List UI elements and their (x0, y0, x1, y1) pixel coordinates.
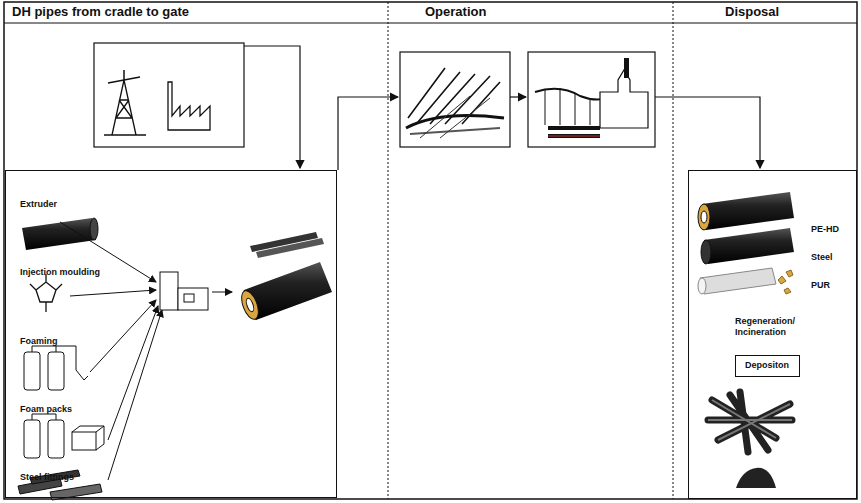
flow-arrow (655, 97, 760, 168)
item-label: Depositon (745, 360, 790, 371)
flow-arrow (338, 97, 398, 170)
deposition-box: Depositon (735, 355, 800, 377)
process-box: ExtruderInjection mouldingFoamingFoam pa… (5, 170, 337, 498)
item-label: Steel (811, 252, 833, 263)
item-label: PE-HD (811, 224, 839, 235)
item-label: Foam packs (20, 404, 72, 415)
item-label: Steel fittings (20, 472, 74, 483)
column-divider (673, 2, 674, 499)
column-divider (388, 2, 389, 499)
column-heading: Operation (425, 4, 486, 19)
flow-arrow (510, 96, 526, 97)
column-heading: Disposal (725, 4, 779, 19)
item-label: PUR (811, 280, 830, 291)
item-label: Foaming (20, 336, 58, 347)
item-label: Extruder (20, 199, 57, 210)
process-box: PE-HD SteelPUR Regeneration/ IncinerationD… (688, 170, 857, 499)
header-rule (4, 22, 857, 23)
pipe-laying-box (400, 52, 510, 147)
item-label: Injection moulding (20, 267, 100, 278)
flow-arrow (244, 46, 300, 168)
item-label: Regeneration/ Incineration (735, 316, 825, 338)
disposal-items (698, 192, 794, 488)
column-heading: DH pipes from cradle to gate (12, 4, 189, 19)
raw-material-box (94, 43, 244, 147)
frame (4, 2, 857, 499)
network-box (528, 52, 655, 147)
production-items (18, 218, 332, 500)
